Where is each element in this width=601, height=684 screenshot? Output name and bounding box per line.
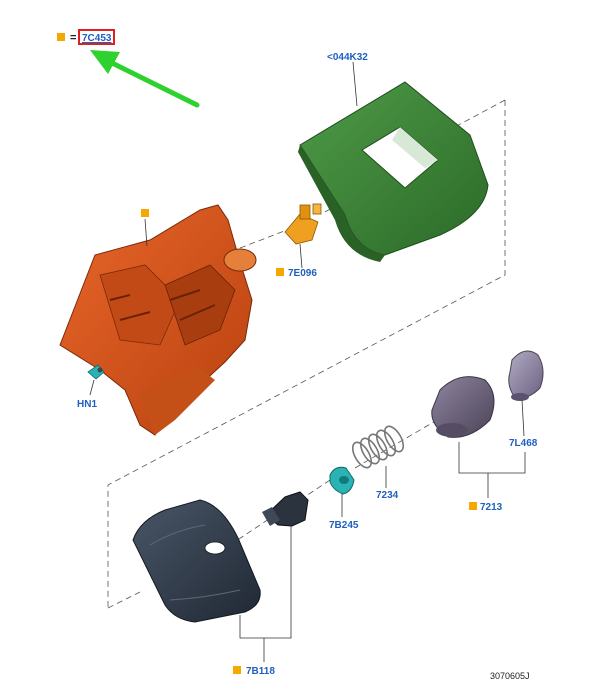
harness-label[interactable]: HN1: [77, 399, 97, 410]
shifter-boot: [132, 499, 261, 623]
knob-group-marker: [469, 502, 477, 510]
legend-code[interactable]: 7C453: [82, 33, 112, 44]
knob-cap-label[interactable]: 7L468: [509, 438, 538, 449]
boot-group-marker: [233, 666, 241, 674]
harness-part: [87, 364, 105, 380]
upper-trim-cover: [298, 81, 489, 262]
legend-code-box: [78, 29, 115, 45]
shift-knob: [431, 376, 495, 438]
cover-leader: [352, 61, 358, 107]
knob-group-label[interactable]: 7213: [480, 502, 503, 513]
housing-leader: [144, 218, 148, 247]
clip-part: [329, 466, 355, 495]
boot-group-label[interactable]: 7B118: [246, 666, 275, 677]
shifter-housing: [59, 204, 257, 436]
retainer-part: [262, 491, 309, 527]
connector-label[interactable]: 7E096: [288, 268, 317, 279]
legend-marker: [57, 33, 65, 41]
clip-label[interactable]: 7B245: [329, 520, 359, 531]
legend: = 7C453: [57, 29, 115, 45]
boot-group-bracket: [239, 526, 292, 662]
diagram-reference-number: 3070605J: [490, 671, 530, 681]
knob-cap: [508, 350, 544, 401]
cover-label[interactable]: <044K32: [327, 52, 368, 63]
knob-cap-leader: [521, 399, 525, 437]
knob-group-bracket: [458, 442, 526, 498]
spring-part: [351, 425, 405, 469]
connector-marker: [276, 268, 284, 276]
green-arrow: [90, 50, 200, 108]
connector-part: [284, 203, 322, 245]
harness-leader: [89, 379, 95, 396]
housing-marker: [141, 209, 149, 217]
spring-label[interactable]: 7234: [376, 490, 399, 501]
connector-leader: [299, 243, 303, 269]
legend-equals: =: [70, 32, 76, 44]
